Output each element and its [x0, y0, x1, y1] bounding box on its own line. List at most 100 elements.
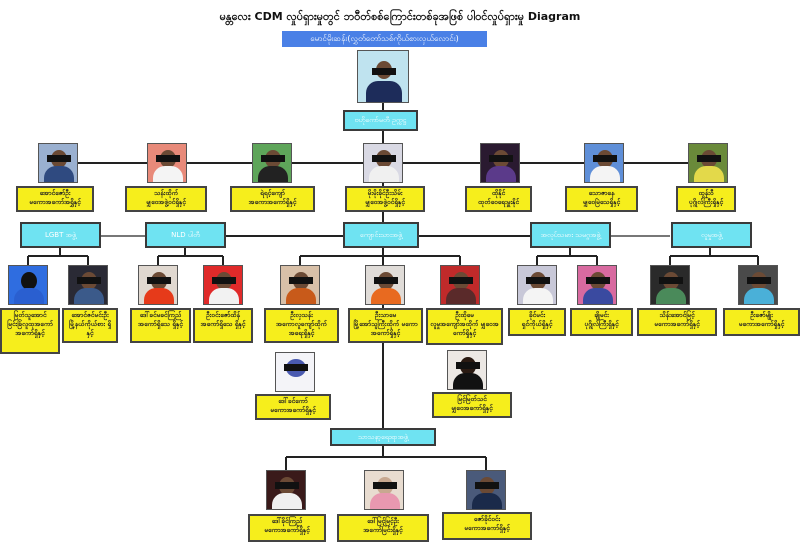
person-label: ရဲရင့်ကျော်အကောအကော်ရှိနှင့် [230, 186, 315, 212]
person-photo [480, 143, 520, 183]
person-photo [584, 143, 624, 183]
group-box-religious: သာသနာ့ရေးရာအဖွဲ့ [330, 428, 436, 446]
person-photo [363, 143, 403, 183]
person-name: ထွန်းဝီ [698, 189, 714, 197]
person-name: ဦးထိုမေ [455, 311, 474, 319]
person-role: မကောအကော်ရှိနှင့် [464, 524, 510, 532]
person-name: ဒေါ်ခင်မခင်ကြည် [139, 311, 182, 319]
person-role: အကော်မြင်းရှိနှင့် [363, 526, 403, 534]
person-label: ဇော်ခိုင်ဝင်းမကောအကော်ရှိနှင့် [442, 512, 532, 540]
central-committee-box: ဗဟိုကော်မတီ ဥက္ကဋ္ဌ [343, 110, 418, 131]
person-label: အောင်ဇော်ဦးမကောအကော်အရွှိနှင့် [16, 186, 94, 212]
person-photo [38, 143, 78, 183]
person-name: ခိုင်မင်း [528, 311, 546, 319]
person-role: မကောအကော်ရှိနှင့် [264, 526, 310, 534]
person-photo [8, 265, 48, 305]
person-label: အောင်ဇင်မင်းဦးမြို့နယ်ကိုယ်စား ရှိနှင့် [62, 308, 118, 343]
person-role: အကော်ရှိသေ ရှိနှင့် [200, 320, 246, 328]
person-role: အကောအကော်ရှိနှင့် [248, 198, 297, 206]
person-photo [440, 265, 480, 305]
person-name: အောင်ဇင်မင်းဦး [71, 311, 109, 319]
diagram-title: မန္တလေး CDM လှုပ်ရှားမှုတွင် ဘဝီတ်စစ်ကြေ… [219, 10, 581, 23]
person-label: ခိုင်မင်းရှင်ကိုယ်ရှိနှင့် [508, 308, 566, 336]
group-box-labour-union: အလုပ်သမား သမဂ္ဂအဖွဲ့ [530, 222, 611, 248]
person-photo [517, 265, 557, 305]
person-label: မိုးမိုးခိုင်ဦးသိမ်းမျှဝေအဖွဲ့ဝင်ရှိနှင့… [345, 186, 425, 212]
person-role: ရှင်ကိုယ်ရှိနှင့် [521, 320, 553, 328]
person-label: ဒေါ်မြင့်မြင့်ဦးအကော်မြင်းရှိနှင့် [337, 514, 429, 542]
group-box-lgbt: LGBT အဖွဲ့ [20, 222, 101, 248]
person-label: ဒေါ်ခိုင်ကြည်မကောအကော်ရှိနှင့် [248, 514, 326, 542]
person-label: ချိုမင်းပုဂ္ဂိုလ်ကြီးရှိနှင့် [570, 308, 633, 336]
group-box-social: လူမှုအဖွဲ့ [671, 222, 752, 248]
person-label: သောဇာနေမျှဝေမြဲသေရှိနှင့် [565, 186, 638, 212]
person-label: ဒေါ်ခင်ကော်မကောအကော်ရှိနှင့် [255, 394, 331, 420]
person-role: ပုဂ္ဂိုလ်ကြီးရှိနှင့် [584, 320, 619, 328]
person-name: ထိုနိုင် [491, 189, 506, 197]
person-name: ချိုမင်း [594, 311, 609, 319]
person-label: သန်းထိုက်မျှဝေအဖွဲ့ဝင်ရှိနှင့် [125, 186, 207, 212]
person-name: သောဇာနေ [588, 189, 615, 197]
person-photo [466, 470, 506, 510]
person-role: မျှဝေအဖွဲ့ဝင်ရှိနှင့် [146, 198, 186, 206]
group-box-nld: NLD ပါတီ [145, 222, 226, 248]
person-role: မကောအကော်ရှိနှင့် [738, 320, 785, 328]
person-label: ထိုနိုင်ထုတ်ဝေရေးမှူးနိုင် [465, 186, 532, 212]
person-name: မြင့်မြတ်သင် [457, 395, 487, 403]
person-role: မကောအကော်ရှိနှင့် [654, 320, 700, 328]
person-role: မျှဝေအဖွဲ့ဝင်ရှိနှင့် [365, 198, 405, 206]
person-role: အကောလူကျော်ထိုက် အရေးရှိနှင့် [276, 320, 327, 337]
person-photo [688, 143, 728, 183]
person-role: လူမှုအကျော်အထိုက် မျှဝေအကော်ရှိနှင့် [430, 320, 499, 337]
person-label: မြင့်မြတ်သင်မျှဝေအကော်ရှိနှင့် [432, 392, 512, 418]
person-label: ဦးသာမေမြို့အော်သူကြီးထိုက် မကောအကော်ရှိန… [348, 308, 423, 343]
person-name: မိုးမိုးခိုင်ဦးသိမ်း [367, 189, 403, 197]
person-role: ထုတ်ဝေရေးမှူးနိုင် [477, 198, 520, 206]
person-photo [365, 265, 405, 305]
person-photo [203, 265, 243, 305]
person-photo [138, 265, 178, 305]
group-box-students: ကျောင်းသားအဖွဲ့ [343, 222, 419, 248]
person-name: သန်းထိုက် [154, 189, 178, 197]
person-name: ဦးဇော်မျိုး [750, 311, 773, 319]
person-label: ဦးဝင်းဇော်ထိန်အကော်ရှိသေ ရှိနှင့် [193, 308, 253, 343]
person-photo [147, 143, 187, 183]
person-name: ရဲရင့်ကျော် [260, 189, 285, 197]
person-name: ဦးလှသန်း [290, 311, 313, 319]
person-name: ဒေါ်ခင်ကော် [278, 397, 308, 405]
person-name: ဦးသာမေ [374, 311, 397, 319]
person-photo [447, 350, 487, 390]
person-photo [275, 352, 315, 392]
person-photo [577, 265, 617, 305]
leader-name-banner: မောင်မိုးဆန်း(လွှတ်တော်သစ်ကိုယ်စားလှယ်လေ… [282, 31, 487, 47]
person-label: သိန်းအောင်မြင့်မကောအကော်ရှိနှင့် [637, 308, 717, 336]
person-role: မျှဝေမြဲသေရှိနှင့် [582, 198, 621, 206]
person-role: မြို့နယ်ကိုယ်စား ရှိနှင့် [68, 320, 112, 337]
person-name: ဦးဝင်းဇော်ထိန် [206, 311, 240, 319]
person-label: ဦးထိုမေလူမှုအကျော်အထိုက် မျှဝေအကော်ရှိနှ… [426, 308, 503, 345]
person-name: ဇော်ခိုင်ဝင်း [473, 515, 501, 523]
person-photo [266, 470, 306, 510]
person-role: မကောအကော်ရှိနှင့် [270, 406, 316, 414]
person-name: မြတ်သူအောင် [13, 311, 47, 319]
person-role: ပုဂ္ဂိုလ်ကြီးရှိနှင့် [688, 198, 724, 206]
person-name: ဒေါ်မြင့်မြင့်ဦး [367, 517, 399, 525]
person-name: သိန်းအောင်မြင့် [659, 311, 695, 319]
person-photo [252, 143, 292, 183]
person-name: အောင်ဇော်ဦး [39, 189, 71, 197]
person-name: ဒေါ်ခိုင်ကြည် [271, 517, 303, 525]
person-role: အကော်ရှိသေ ရှိနှင့် [138, 320, 183, 328]
person-photo [650, 265, 690, 305]
person-label: မြတ်သူအောင်မြင်းခြံလူထုအကော် အကော်ရှိနှင… [0, 308, 60, 354]
person-role: မြင်းခြံလူထုအကော် အကော်ရှိနှင့် [7, 320, 53, 337]
person-photo [68, 265, 108, 305]
person-role: မကောအကော်အရွှိနှင့် [29, 198, 81, 206]
person-label: ထွန်းဝီပုဂ္ဂိုလ်ကြီးရှိနှင့် [676, 186, 736, 212]
person-label: ဦးဇော်မျိုးမကောအကော်ရှိနှင့် [723, 308, 800, 336]
person-label: ဒေါ်ခင်မခင်ကြည်အကော်ရှိသေ ရှိနှင့် [130, 308, 191, 343]
person-photo [364, 470, 404, 510]
person-role: မျှဝေအကော်ရှိနှင့် [451, 404, 493, 412]
person-role: မြို့အော်သူကြီးထိုက် မကောအကော်ရှိနှင့် [353, 320, 418, 337]
person-photo [280, 265, 320, 305]
